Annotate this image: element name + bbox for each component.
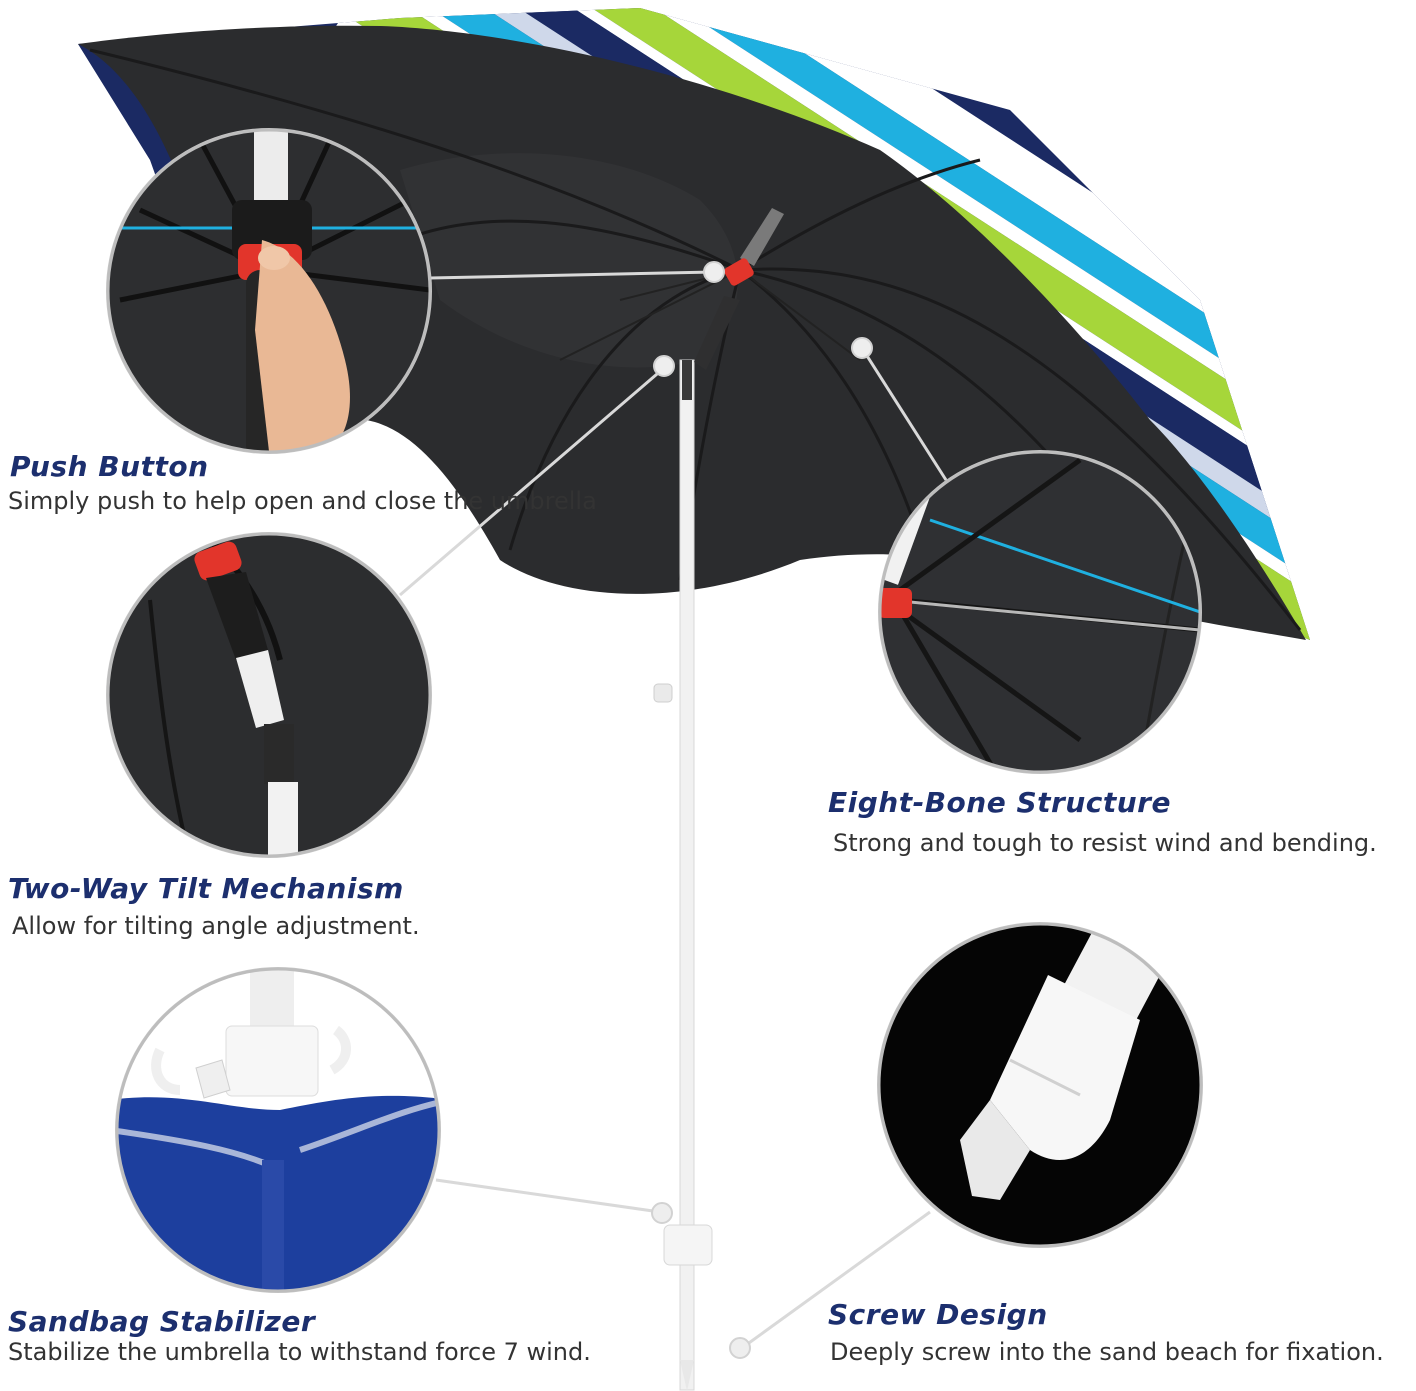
eight-bone-description: Strong and tough to resist wind and bend… [833,829,1377,857]
push-button-description: Simply push to help open and close the u… [8,487,597,515]
push-button-title: Push Button [10,450,209,483]
leader-lines [399,270,948,1350]
tilt-mechanism-title: Two-Way Tilt Mechanism [8,872,404,905]
leader-dots [651,261,873,1359]
screw-tip-closeup [877,922,1203,1248]
screw-design-description: Deeply screw into the sand beach for fix… [830,1338,1384,1366]
sandbag-closeup [115,967,441,1293]
push-button-closeup [106,128,432,454]
sandbag-description: Stabilize the umbrella to withstand forc… [8,1338,591,1366]
eight-bone-title: Eight-Bone Structure [828,786,1171,819]
sandbag-title: Sandbag Stabilizer [8,1305,316,1338]
tilt-mechanism-closeup [106,532,432,858]
umbrella-pole [653,208,784,1391]
tilt-mechanism-description: Allow for tilting angle adjustment. [12,912,420,940]
screw-design-title: Screw Design [828,1298,1048,1331]
